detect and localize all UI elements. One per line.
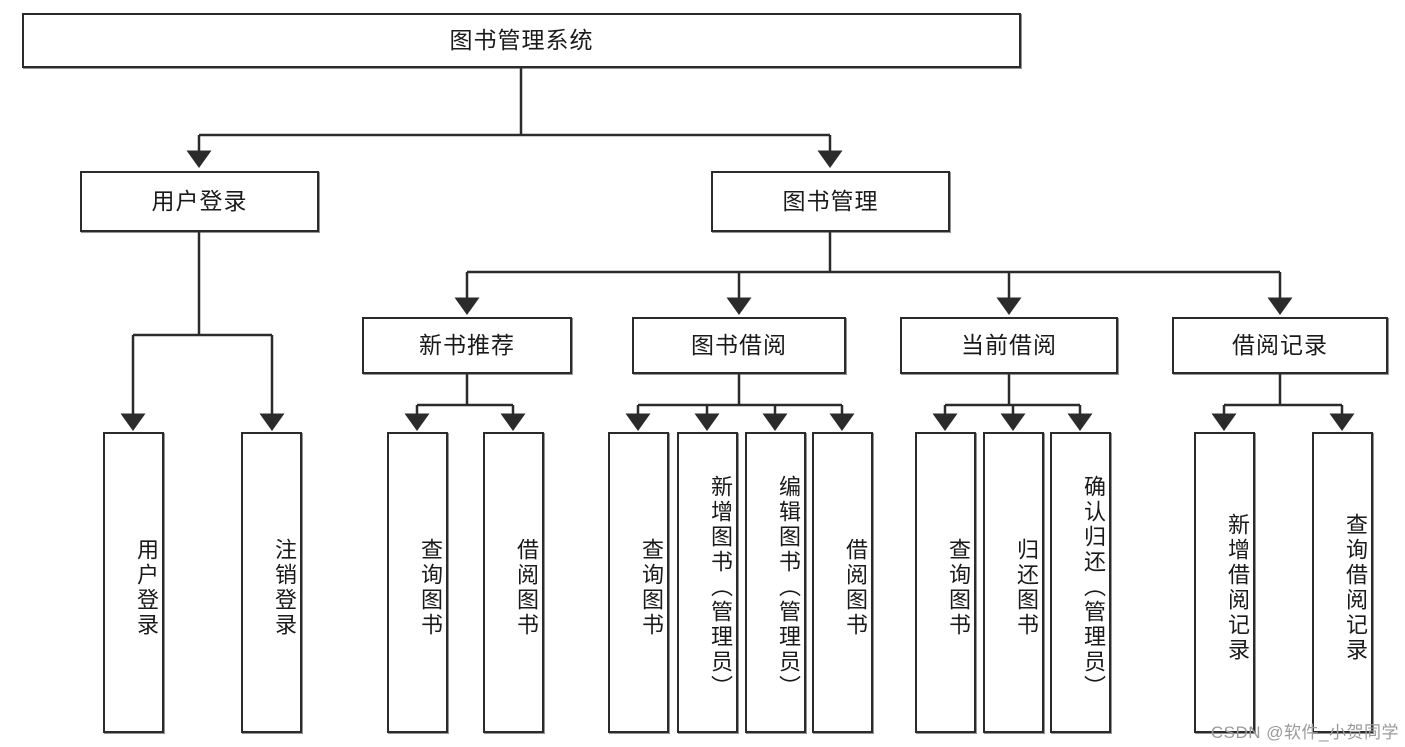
node-label: 图书管理 <box>782 187 879 214</box>
leaf-query-books-borrow[interactable]: 查询图书 <box>608 432 669 733</box>
node-label: 归还图书 <box>1014 537 1039 638</box>
node-book-borrow[interactable]: 图书借阅 <box>632 317 846 374</box>
node-label: 当前借阅 <box>961 331 1057 358</box>
leaf-query-borrow-record[interactable]: 查询借阅记录 <box>1312 432 1373 733</box>
edge-root-to-level2 <box>186 68 843 168</box>
leaf-add-borrow-record[interactable]: 新增借阅记录 <box>1194 432 1255 733</box>
node-book-management[interactable]: 图书管理 <box>711 171 950 232</box>
leaf-logout[interactable]: 注销登录 <box>241 432 302 733</box>
node-label: 借阅记录 <box>1232 331 1328 358</box>
node-label: 新增图书（管理员） <box>708 475 733 700</box>
leaf-query-books-current[interactable]: 查询图书 <box>915 432 976 733</box>
leaf-add-book-admin[interactable]: 新增图书（管理员） <box>677 432 738 733</box>
node-root-library-management-system[interactable]: 图书管理系统 <box>22 13 1021 68</box>
node-label: 查询借阅记录 <box>1343 512 1368 663</box>
node-label: 编辑图书（管理员） <box>776 475 801 700</box>
node-user-login[interactable]: 用户登录 <box>80 171 319 232</box>
edge-borrowrecords-to-leaves <box>1211 374 1355 431</box>
node-label: 确认归还（管理员） <box>1081 475 1106 700</box>
leaf-return-books[interactable]: 归还图书 <box>983 432 1044 733</box>
edge-newbook-to-leaves <box>404 374 526 431</box>
leaf-query-books-recommend[interactable]: 查询图书 <box>387 432 448 733</box>
leaf-user-login[interactable]: 用户登录 <box>103 432 164 733</box>
node-label: 查询图书 <box>639 537 664 638</box>
node-label: 查询图书 <box>946 537 971 638</box>
leaf-borrow-books-recommend[interactable]: 借阅图书 <box>483 432 544 733</box>
node-label: 用户登录 <box>151 187 248 214</box>
node-label: 新书推荐 <box>419 331 515 358</box>
node-label: 用户登录 <box>134 537 159 638</box>
node-label: 借阅图书 <box>514 537 539 638</box>
node-label: 新增借阅记录 <box>1225 512 1250 663</box>
watermark: CSDN @软件_小贺同学 <box>1210 723 1399 742</box>
node-label: 注销登录 <box>272 537 297 638</box>
node-label: 借阅图书 <box>843 537 868 638</box>
edge-bookmgmt-to-level3 <box>454 232 1293 315</box>
node-label: 图书借阅 <box>691 331 787 358</box>
node-new-book-recommend[interactable]: 新书推荐 <box>362 317 572 374</box>
node-current-borrow[interactable]: 当前借阅 <box>900 317 1118 374</box>
leaf-confirm-return-admin[interactable]: 确认归还（管理员） <box>1050 432 1111 733</box>
node-label: 图书管理系统 <box>449 26 594 53</box>
node-borrow-records[interactable]: 借阅记录 <box>1172 317 1388 374</box>
node-label: 查询图书 <box>418 537 443 638</box>
edge-userlogin-to-leaves <box>120 232 285 431</box>
edge-currentborrow-to-leaves <box>932 374 1093 431</box>
leaf-borrow-books[interactable]: 借阅图书 <box>812 432 873 733</box>
edge-bookborrow-to-leaves <box>625 374 855 431</box>
leaf-edit-book-admin[interactable]: 编辑图书（管理员） <box>745 432 806 733</box>
